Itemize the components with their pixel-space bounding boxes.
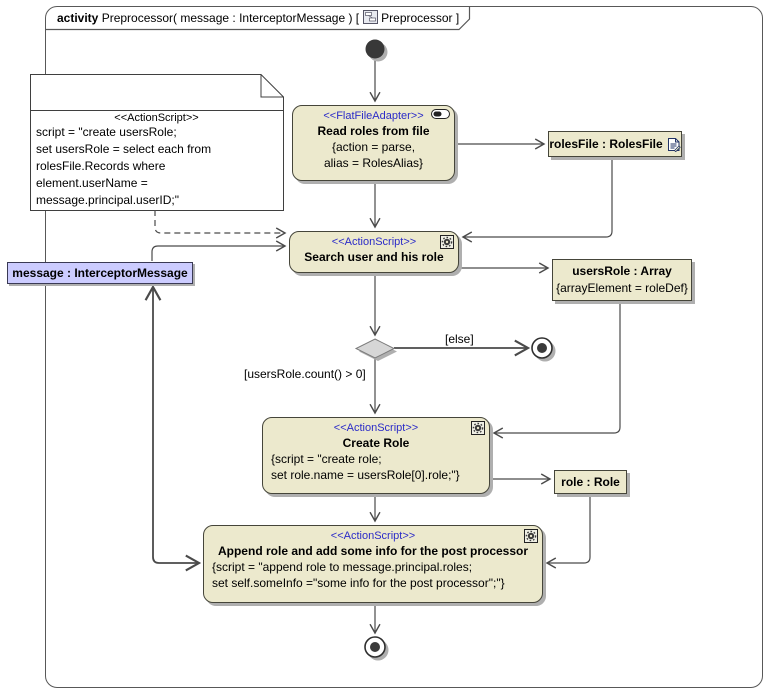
guard-else: [else] bbox=[444, 332, 475, 346]
parameter-message[interactable]: message : InterceptorMessage bbox=[7, 262, 193, 284]
action-prop-line: {script = "create role; bbox=[271, 452, 382, 466]
action-name: Create Role bbox=[342, 436, 410, 450]
object-label: usersRole : Array bbox=[572, 264, 672, 278]
edge-rolesfile-to-search[interactable] bbox=[461, 158, 613, 243]
action-search-user-role[interactable]: <<ActionScript>> Search user and his rol… bbox=[289, 231, 459, 273]
object-label: rolesFile : RolesFile bbox=[549, 137, 663, 151]
action-append-role[interactable]: <<ActionScript>> Append role and add som… bbox=[203, 525, 543, 603]
action-prop-line: {action = parse, bbox=[331, 140, 416, 154]
frame-title: activity Preprocessor( message : Interce… bbox=[57, 9, 459, 27]
script-icon bbox=[524, 529, 538, 543]
adapter-icon bbox=[431, 109, 450, 119]
action-prop-line: set self.someInfo ="some info for the po… bbox=[212, 575, 505, 590]
action-stereotype: <<ActionScript>> bbox=[331, 236, 417, 248]
decision-node[interactable] bbox=[354, 338, 397, 361]
note-line: message.principal.userID;" bbox=[36, 193, 179, 207]
action-properties: {script = "append role to message.princi… bbox=[204, 560, 542, 591]
initial-node[interactable] bbox=[365, 39, 388, 62]
action-stereotype: <<FlatFileAdapter>> bbox=[323, 110, 424, 122]
note-shape[interactable] bbox=[30, 74, 284, 211]
note-line: rolesFile.Records where bbox=[36, 159, 166, 173]
action-name: Read roles from file bbox=[317, 124, 430, 138]
guard-usersrole-count: [usersRole.count() > 0] bbox=[243, 367, 367, 381]
diagram-icon bbox=[363, 10, 379, 24]
edge-message-append[interactable] bbox=[144, 284, 202, 572]
note-anchor[interactable] bbox=[154, 210, 287, 239]
frame-title-pentagon bbox=[45, 6, 471, 31]
edge-role-to-append[interactable] bbox=[545, 494, 591, 569]
file-icon bbox=[667, 137, 681, 152]
object-rolesfile[interactable]: rolesFile : RolesFile bbox=[548, 131, 682, 157]
action-prop-line: {script = "append role to message.princi… bbox=[212, 560, 473, 574]
action-properties: {action = parse, alias = RolesAlias} bbox=[293, 140, 454, 171]
action-stereotype: <<ActionScript>> bbox=[333, 422, 419, 434]
parameter-label: message : InterceptorMessage bbox=[12, 266, 188, 280]
script-icon bbox=[471, 421, 485, 435]
object-usersrole[interactable]: usersRole : Array {arrayElement = roleDe… bbox=[552, 259, 692, 301]
note-line: element.userName = bbox=[36, 176, 148, 190]
object-label: role : Role bbox=[561, 475, 620, 489]
action-create-role[interactable]: <<ActionScript>> Create Role {script = "… bbox=[262, 417, 490, 494]
object-constraint: {arrayElement = roleDef} bbox=[556, 281, 688, 295]
activity-final-node-else[interactable] bbox=[531, 337, 556, 362]
note-body: script = "create usersRole; set usersRol… bbox=[36, 124, 276, 209]
action-name: Append role and add some info for the po… bbox=[217, 544, 529, 558]
edge-message-to-search[interactable] bbox=[151, 240, 287, 261]
action-prop-line: alias = RolesAlias} bbox=[323, 155, 424, 170]
edge-usersrole-to-create[interactable] bbox=[492, 301, 621, 439]
action-prop-line: set role.name = usersRole[0].role;"} bbox=[271, 467, 460, 482]
action-properties: {script = "create role; set role.name = … bbox=[263, 452, 489, 483]
action-read-roles-from-file[interactable]: <<FlatFileAdapter>> Read roles from file… bbox=[292, 105, 455, 181]
note-line: script = "create usersRole; bbox=[36, 125, 177, 139]
note-line: set usersRole = select each from bbox=[36, 142, 212, 156]
action-name: Search user and his role bbox=[304, 250, 444, 264]
object-role[interactable]: role : Role bbox=[554, 470, 627, 494]
activity-final-node[interactable] bbox=[364, 636, 389, 661]
script-icon bbox=[440, 235, 454, 249]
frame-title-signature: Preprocessor( message : InterceptorMessa… bbox=[98, 11, 360, 25]
note-stereotype: <<ActionScript>> bbox=[114, 112, 199, 124]
frame-title-keyword: activity bbox=[57, 11, 99, 25]
action-stereotype: <<ActionScript>> bbox=[330, 530, 416, 542]
frame-title-diagram-name: Preprocessor ] bbox=[381, 11, 460, 25]
activity-frame[interactable] bbox=[45, 6, 763, 688]
